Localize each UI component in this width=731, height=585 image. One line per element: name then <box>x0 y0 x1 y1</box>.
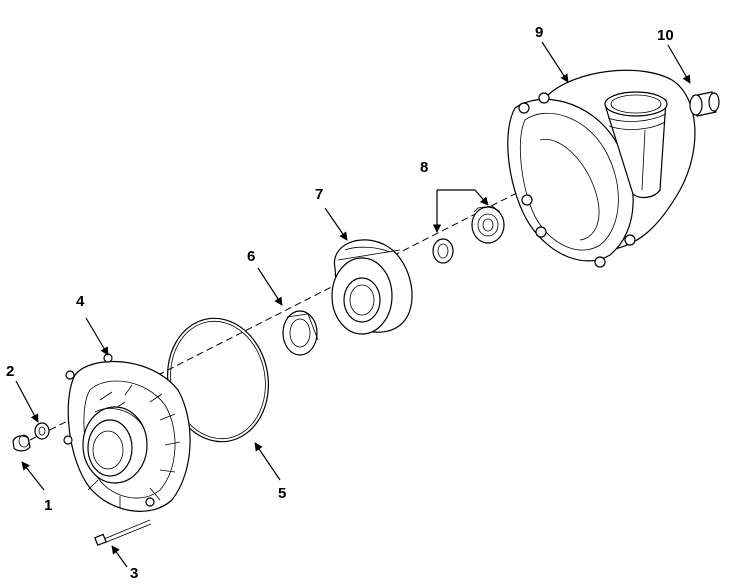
callout-10: 10 <box>657 27 674 44</box>
impeller-screw <box>12 434 31 452</box>
wear-ring <box>282 310 319 356</box>
seal-plate <box>63 353 191 512</box>
washer <box>34 422 50 440</box>
bolt <box>94 519 152 546</box>
callout-6: 6 <box>247 248 255 265</box>
pump-housing <box>507 69 696 268</box>
impeller <box>331 239 413 335</box>
shaft-seal <box>432 205 505 264</box>
callout-3: 3 <box>130 565 138 582</box>
callout-5: 5 <box>278 485 286 502</box>
outlet-fitting <box>689 91 720 117</box>
callout-4: 4 <box>76 293 85 310</box>
callout-1: 1 <box>44 497 52 514</box>
leader-arrows <box>15 41 691 568</box>
callout-8: 8 <box>420 159 428 176</box>
callout-7: 7 <box>315 186 323 203</box>
callout-9: 9 <box>535 24 543 41</box>
callout-2: 2 <box>6 363 14 380</box>
